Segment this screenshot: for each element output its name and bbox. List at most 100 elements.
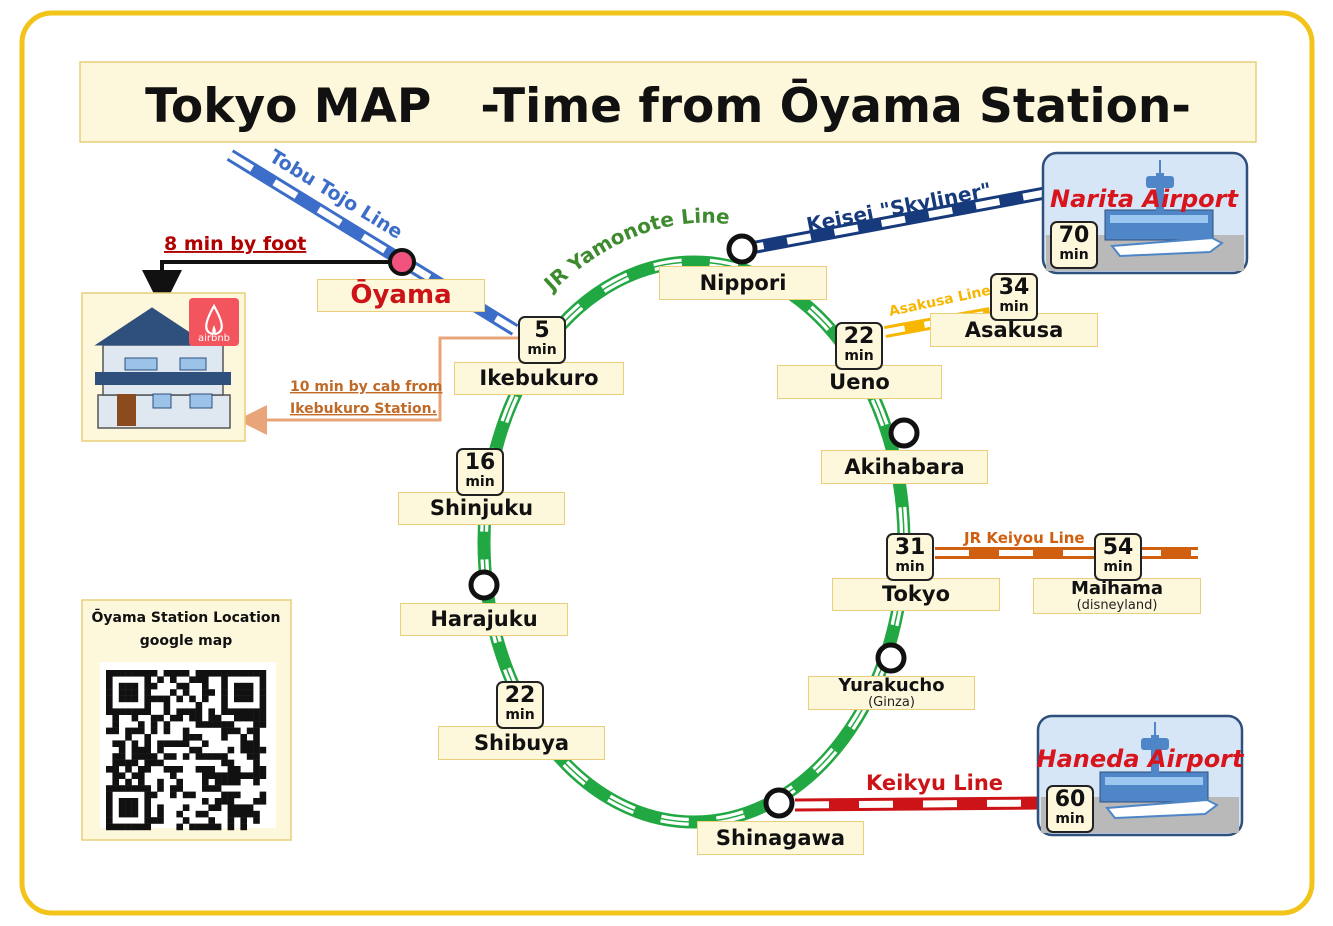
- qr-module: [163, 740, 171, 747]
- qr-module: [125, 695, 132, 703]
- qr-module: [131, 746, 139, 754]
- qr-module: [150, 682, 158, 690]
- qr-module: [259, 772, 267, 779]
- qr-module: [157, 817, 164, 824]
- qr-module: [246, 727, 254, 735]
- qr-module: [253, 721, 260, 728]
- qr-module: [106, 804, 113, 811]
- qr-module: [240, 714, 247, 722]
- time-unit: min: [844, 348, 874, 364]
- qr-module: [112, 727, 119, 735]
- qr-module: [253, 670, 260, 677]
- qr-module: [202, 695, 209, 703]
- qr-module: [125, 785, 132, 792]
- time-unit: min: [527, 342, 557, 358]
- maihama-name: Maihama: [1070, 577, 1164, 599]
- qr-module: [227, 823, 235, 831]
- qr-module: [221, 759, 228, 767]
- qr-module: [157, 695, 164, 703]
- qr-module: [163, 766, 171, 773]
- qr-module: [176, 670, 183, 677]
- qr-module: [138, 670, 145, 677]
- qr-module: [214, 823, 222, 831]
- qr-module: [131, 804, 139, 811]
- narita-plane-icon: [1110, 236, 1224, 258]
- qr-module: [189, 823, 196, 831]
- qr-module: [125, 766, 132, 773]
- qr-module: [234, 689, 241, 696]
- qr-module: [227, 759, 235, 767]
- qr-module: [214, 670, 222, 677]
- qr-module: [150, 791, 158, 799]
- harajuku-station-marker: [468, 569, 500, 601]
- time-unit: min: [1059, 247, 1089, 263]
- time-value: 34: [998, 275, 1030, 300]
- qr-module: [189, 791, 196, 799]
- qr-module: [189, 676, 196, 683]
- qr-module: [112, 785, 119, 792]
- qr-module: [144, 734, 151, 741]
- qr-module: [246, 746, 254, 754]
- qr-module: [195, 714, 203, 722]
- qr-module: [208, 785, 215, 792]
- qr-module: [227, 817, 235, 824]
- qr-module: [221, 727, 228, 735]
- qr-module: [157, 676, 164, 683]
- qr-module: [131, 714, 139, 722]
- qr-module: [234, 727, 241, 735]
- qr-module: [221, 670, 228, 677]
- qr-module: [214, 785, 222, 792]
- qr-module: [253, 714, 260, 722]
- qr-module: [246, 804, 254, 811]
- qr-module: [227, 804, 235, 811]
- qr-module: [227, 791, 235, 799]
- qr-module: [176, 740, 183, 747]
- qr-module: [234, 670, 241, 677]
- time-badge-asakusa: 34 min: [990, 273, 1038, 321]
- qr-module: [240, 689, 247, 696]
- time-badge-haneda: 60 min: [1046, 785, 1094, 833]
- qr-module: [202, 689, 209, 696]
- qr-module: [202, 721, 209, 728]
- airbnb-logo-icon: [205, 303, 223, 335]
- qr-module: [144, 740, 151, 747]
- qr-module: [131, 670, 139, 677]
- qr-module: [144, 702, 151, 709]
- qr-module: [138, 721, 145, 728]
- cab-label-line2: Ikebukuro Station.: [290, 401, 437, 417]
- shinagawa-station-label: Shinagawa: [697, 821, 864, 855]
- qr-module: [176, 766, 183, 773]
- qr-module: [106, 702, 113, 709]
- qr-module: [125, 798, 132, 805]
- qr-module: [182, 817, 190, 824]
- qr-module: [106, 676, 113, 683]
- qr-module: [259, 708, 267, 715]
- yurakucho-station-label: Yurakucho (Ginza): [808, 676, 975, 710]
- qr-module: [259, 682, 267, 690]
- qr-module: [234, 708, 241, 715]
- cab-arrow: [237, 336, 518, 435]
- qr-module: [195, 676, 203, 683]
- qr-module: [138, 708, 145, 715]
- qr-module: [214, 721, 222, 728]
- qr-module: [253, 798, 260, 805]
- qr-module: [176, 695, 183, 703]
- qr-module: [176, 823, 183, 831]
- qr-module: [182, 670, 190, 677]
- qr-module: [106, 689, 113, 696]
- qr-module: [202, 670, 209, 677]
- qr-module: [138, 727, 145, 735]
- qr-module: [221, 734, 228, 741]
- qr-module: [176, 785, 183, 792]
- qr-module: [118, 670, 126, 677]
- qr-module: [253, 753, 260, 760]
- qr-module: [176, 714, 183, 722]
- maihama-sub: (disneyland): [1076, 597, 1158, 613]
- qr-module: [202, 785, 209, 792]
- maihama-station-label: Maihama (disneyland): [1033, 578, 1201, 614]
- time-value: 22: [504, 683, 536, 708]
- airbnb-logo-text: airbnb: [198, 333, 230, 344]
- qr-module: [221, 708, 228, 715]
- qr-module: [214, 714, 222, 722]
- qr-module: [182, 682, 190, 690]
